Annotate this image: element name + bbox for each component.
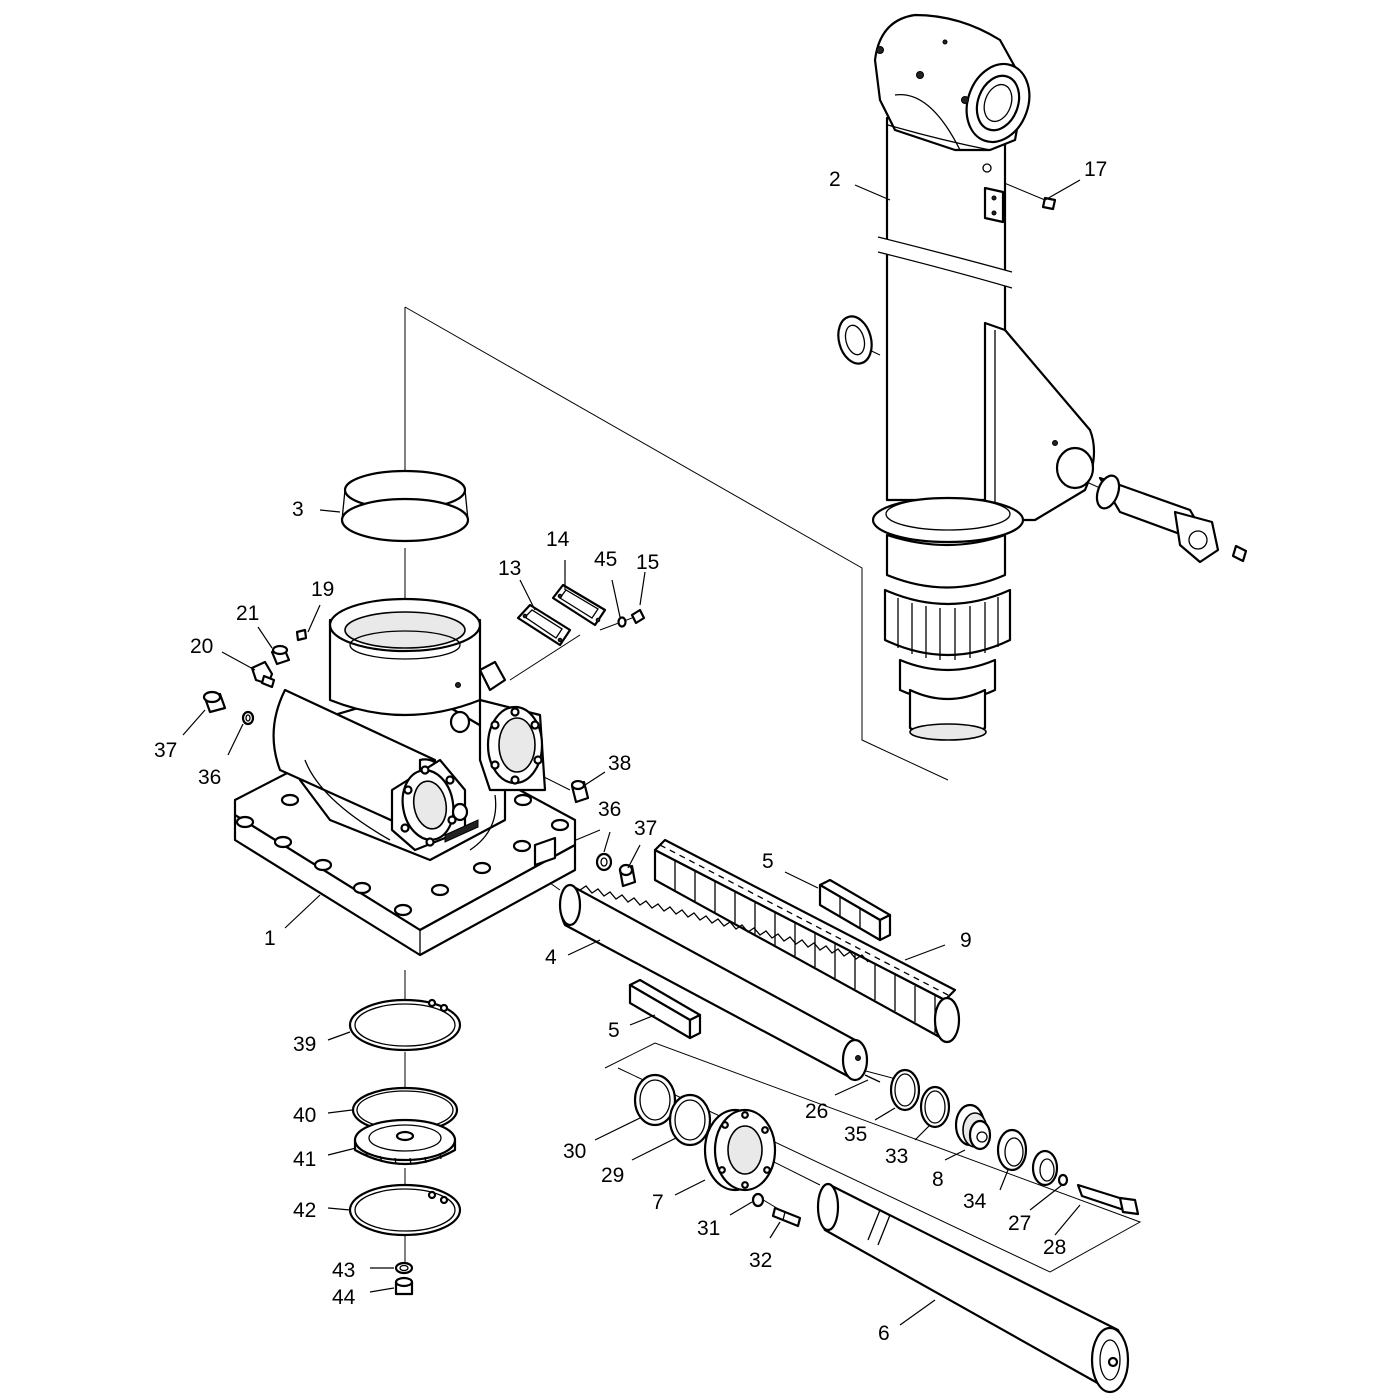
label-40: 40 [293,1104,316,1127]
label-21: 21 [236,602,259,625]
label-6: 6 [878,1322,890,1345]
bolt-32 [771,1206,802,1228]
circlip-42 [348,1183,462,1237]
label-37-right: 37 [634,817,657,840]
seal-29 [668,1093,712,1147]
plug-44 [394,1276,414,1296]
label-20: 20 [190,635,213,658]
label-5-lower: 5 [608,1019,620,1042]
seal-34 [996,1128,1028,1172]
label-14: 14 [546,528,570,551]
label-44: 44 [332,1286,356,1309]
guide-strip-5-lower [628,978,702,1040]
plug-37-left [202,690,227,714]
part-labels: 1 2 3 4 5 5 6 7 8 9 13 14 15 17 19 20 21… [154,158,1107,1345]
label-26: 26 [805,1100,828,1123]
label-38: 38 [608,752,631,775]
seal-ring-36-right [595,852,613,872]
seal-35 [889,1068,921,1112]
piston-8 [954,1103,992,1151]
label-27: 27 [1008,1212,1031,1235]
label-2: 2 [829,168,841,191]
label-19: 19 [311,578,334,601]
label-37-left: 37 [154,739,177,762]
plug-37-right [618,863,637,888]
label-3: 3 [292,498,304,521]
label-32: 32 [749,1249,772,1272]
column-pin [1095,474,1248,564]
label-4: 4 [545,946,557,969]
plug-19 [295,628,308,642]
label-45: 45 [594,548,617,571]
label-13: 13 [498,557,521,580]
gasket-13 [516,603,572,647]
seal-30 [633,1073,677,1127]
cover-disc-41 [353,1118,457,1165]
pin-26 [864,1074,881,1083]
label-39: 39 [293,1033,316,1056]
bolt-28 [1076,1183,1140,1216]
screw-15 [630,608,646,625]
plug-38 [570,779,590,804]
label-7: 7 [652,1191,664,1214]
housing-part [233,597,577,957]
washer-27-ring [1031,1149,1059,1187]
leader-lines [182,179,1081,1326]
set-screw-17 [1041,196,1057,211]
circlip-39 [348,998,462,1052]
label-34: 34 [963,1190,987,1213]
label-30: 30 [563,1140,586,1163]
label-17: 17 [1084,158,1107,181]
elbow-fitting-20 [250,660,276,689]
washer-45 [617,616,627,628]
seal-ring-36-left [241,710,255,726]
seal-33 [919,1085,951,1129]
label-36-left: 36 [198,766,221,789]
cover-plate-14 [551,583,607,627]
cylinder-head-7 [703,1108,777,1192]
rack-9 [653,838,961,1044]
cylinder-tube-6 [816,1182,1130,1394]
label-43: 43 [332,1259,355,1282]
washer-27 [1057,1173,1069,1187]
label-35: 35 [844,1123,867,1146]
guide-strip-5-upper [818,878,892,942]
washer-31 [751,1192,765,1208]
label-33: 33 [885,1145,908,1168]
label-15: 15 [636,551,659,574]
label-5-upper: 5 [762,850,774,873]
cap-21 [270,644,291,666]
column-part [871,13,1096,741]
label-9: 9 [960,929,972,952]
seal-ring-43 [394,1261,414,1275]
label-31: 31 [697,1217,720,1240]
label-41: 41 [293,1148,316,1171]
label-1: 1 [264,927,276,950]
column-side-seal [837,315,873,365]
label-42: 42 [293,1199,316,1222]
o-ring-3 [340,469,470,543]
label-28: 28 [1043,1236,1066,1259]
label-36-right: 36 [598,798,621,821]
label-8: 8 [932,1168,944,1191]
piston-rack-4 [558,883,869,1082]
label-29: 29 [601,1164,624,1187]
